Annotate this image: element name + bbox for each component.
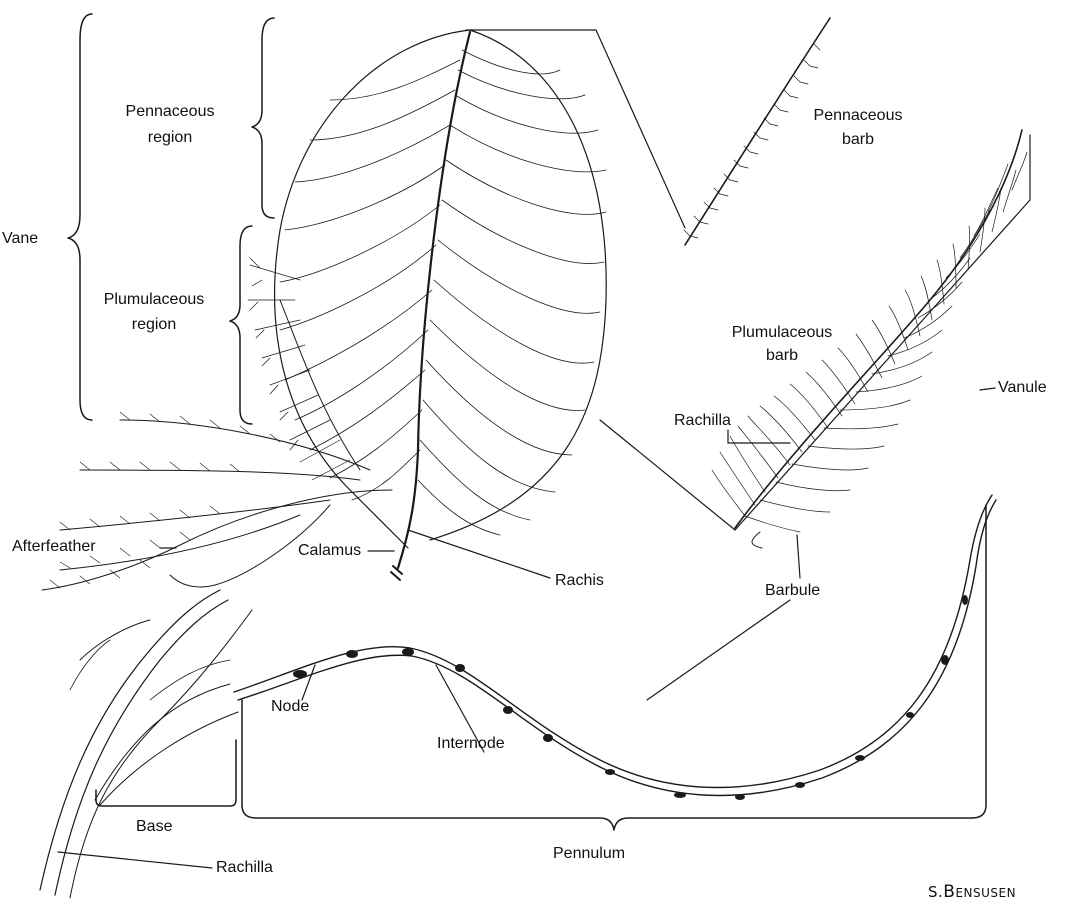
pennaceous-region-label-line2: region: [105, 128, 235, 148]
pennulum-strand: [234, 495, 992, 788]
plumulaceous-barb-label-line2: barb: [717, 346, 847, 366]
leader-lines: [58, 30, 1030, 868]
node-leader: [302, 665, 315, 700]
rachilla-lower-leader: [58, 852, 212, 868]
plumulaceous-barb-label-line1: Plumulaceous: [717, 323, 847, 343]
barbule-pennulum-leader: [647, 600, 790, 700]
pennaceous-region-brace: [252, 18, 274, 218]
vanule-label: Vanule: [998, 378, 1047, 398]
calamus-label: Calamus: [298, 541, 361, 561]
pennaceous-barb-label-line1: Pennaceous: [793, 106, 923, 126]
barbule-label: Barbule: [765, 581, 820, 601]
afterfeather-label: Afterfeather: [12, 537, 96, 557]
rachis-leader: [408, 530, 550, 578]
plumulaceous-tufts: [248, 258, 350, 480]
signature-first-letter: B: [943, 882, 955, 902]
plumulaceous-region-label-line1: Plumulaceous: [84, 290, 224, 310]
rachilla-upper-leader: [728, 430, 790, 443]
calamus-quill: [391, 566, 402, 580]
vane-label: Vane: [2, 229, 38, 249]
pennulum-nodes: [293, 595, 968, 800]
artist-signature: S.BENSUSEN: [928, 882, 1016, 902]
pennulum-label: Pennulum: [553, 844, 625, 864]
plumulaceous-region-brace: [230, 226, 252, 424]
signature-initial: S.: [928, 883, 943, 901]
vanule-leader: [980, 388, 995, 390]
rachilla-upper-label: Rachilla: [674, 411, 731, 431]
node-label: Node: [271, 697, 309, 717]
vane-barbs: [280, 50, 606, 535]
plumulaceous-region-label-line2: region: [84, 315, 224, 335]
lower-barbule-drawing: [40, 495, 996, 898]
feather-outline: [275, 30, 607, 548]
main-feather: [248, 30, 606, 580]
barbule-leader: [797, 535, 800, 578]
rachilla-lower-label: Rachilla: [216, 858, 273, 878]
internode-label: Internode: [437, 734, 505, 754]
base-label: Base: [136, 817, 172, 837]
pennaceous-barb-label-line2: barb: [793, 130, 923, 150]
signature-rest: ENSUSEN: [955, 886, 1016, 900]
pennaceous-region-label-line1: Pennaceous: [105, 102, 235, 122]
rachis-shaft: [398, 32, 470, 568]
rachis-label: Rachis: [555, 571, 604, 591]
vane-brace: [68, 14, 92, 420]
